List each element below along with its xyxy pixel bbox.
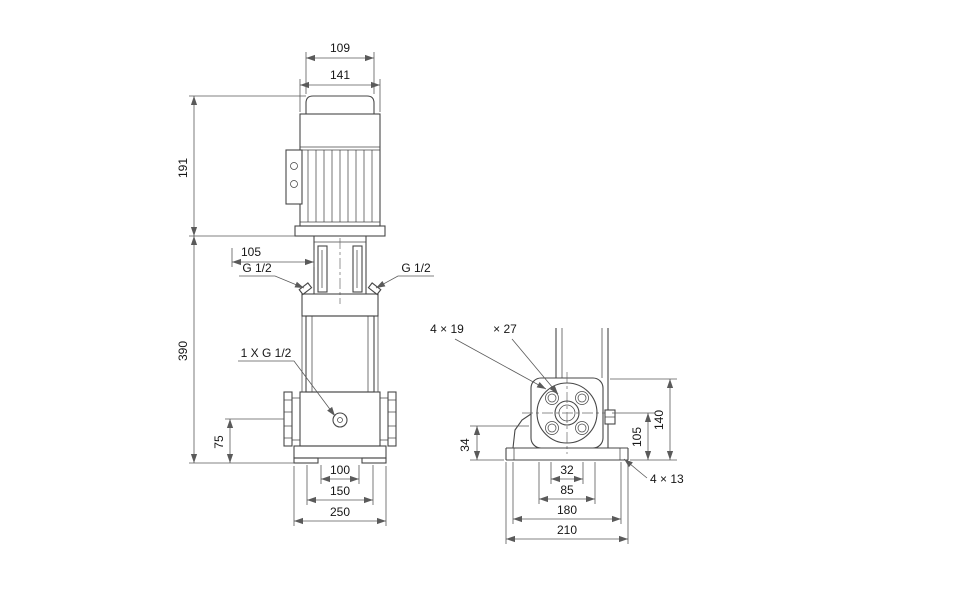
dim-motor-width: 141 [330,68,350,82]
port-necks [292,397,388,441]
side-dimensions: 4 × 19 × 27 34 105 140 32 85 [430,322,684,544]
side-view: 4 × 19 × 27 34 105 140 32 85 [430,322,684,544]
port-bore-outer [554,400,580,426]
dim-bolt-pitch: 180 [557,503,577,517]
leader-line [511,338,559,395]
leader-line [239,275,305,289]
port-flange-right [387,391,397,447]
motor-fins [307,150,373,222]
pump-foot-profile [512,413,532,449]
gland-hole-bottom [290,180,298,188]
coupling-section [313,236,367,304]
bolt-hole [547,423,557,433]
port-bore-inner [558,404,576,422]
dim-port-height: 105 [630,427,644,447]
vent-port-left-label: G 1/2 [242,261,272,275]
ext-line [470,425,529,461]
dim-base-mid: 150 [330,484,350,498]
base-foot-left [293,457,319,464]
motor-flange [294,225,386,237]
dim-motor-fan-width: 109 [330,41,350,55]
bolt-hole [547,393,557,403]
bolt-counterbore [545,421,559,435]
dim-base-inner: 100 [330,463,350,477]
dim-base-width: 210 [557,523,577,537]
dim-base-outer: 250 [330,505,350,519]
column-outer-lines [555,328,609,448]
terminal-box [285,149,303,205]
flange-counterbore-label: × 27 [493,322,517,336]
ext-line [612,412,677,461]
front-dimensions: 109 141 191 390 75 105 G 1/2 G 1/2 [176,41,434,526]
base-bolt-holes-label: 4 × 13 [650,472,684,486]
drain-port-label: 1 X G 1/2 [241,346,292,360]
dim-pump-height: 390 [176,341,190,361]
flange-bolt-ticks [284,399,396,439]
inner-sleeve-lines [311,316,369,392]
port-flange-face [512,372,616,454]
base-front [293,445,387,464]
leader-line [454,338,547,390]
dim-motor-height: 191 [176,158,190,178]
gland-hole-top [290,162,298,170]
drain-plug [332,412,348,428]
coupling-guard-right [352,245,363,293]
drain-plug-center [337,417,343,423]
motor [285,95,386,237]
outer-sleeve [305,315,375,393]
staybolts [301,316,379,392]
base-bend-lines [513,448,621,460]
leader-line [375,275,434,289]
dim-port-centerline-height: 75 [212,435,226,449]
leader-line [238,360,336,417]
coupling-guard-left [317,245,328,293]
column [555,328,609,448]
front-view: 109 141 191 390 75 105 G 1/2 G 1/2 [176,41,434,526]
base-plate-outline [505,447,629,461]
base-body [293,445,387,459]
ext-line [189,95,306,237]
lower-housing [283,391,397,447]
dim-head-width: 105 [241,245,261,259]
fan-cover [305,95,375,114]
bolt-counterbore [575,421,589,435]
column-inner-lines [561,328,603,378]
vent-plug-right [367,282,382,296]
base-side [505,447,629,461]
suction-chamber [299,391,381,447]
dim-flange-top-height: 140 [652,410,666,430]
bolt-hole [577,393,587,403]
bolt-hole [577,423,587,433]
dim-foot-height: 34 [458,438,472,452]
leader-line [623,458,648,479]
ext-line [293,466,387,526]
chamber-stack [301,315,379,393]
dim-slot-pitch: 85 [560,483,574,497]
ext-line [505,462,629,544]
vent-port-right-label: G 1/2 [401,261,431,275]
dim-slot-width: 32 [560,463,574,477]
vent-plug-left [298,282,313,296]
coupling-guard-slots [321,250,358,288]
flange-bolt-holes [545,391,589,435]
ext-line [512,462,622,524]
pump-head-block [301,293,379,317]
base-foot-right [361,457,387,464]
bolt-counterbore [575,391,589,405]
flange-bolt-holes-label: 4 × 19 [430,322,464,336]
flange-raised-face [536,382,598,444]
